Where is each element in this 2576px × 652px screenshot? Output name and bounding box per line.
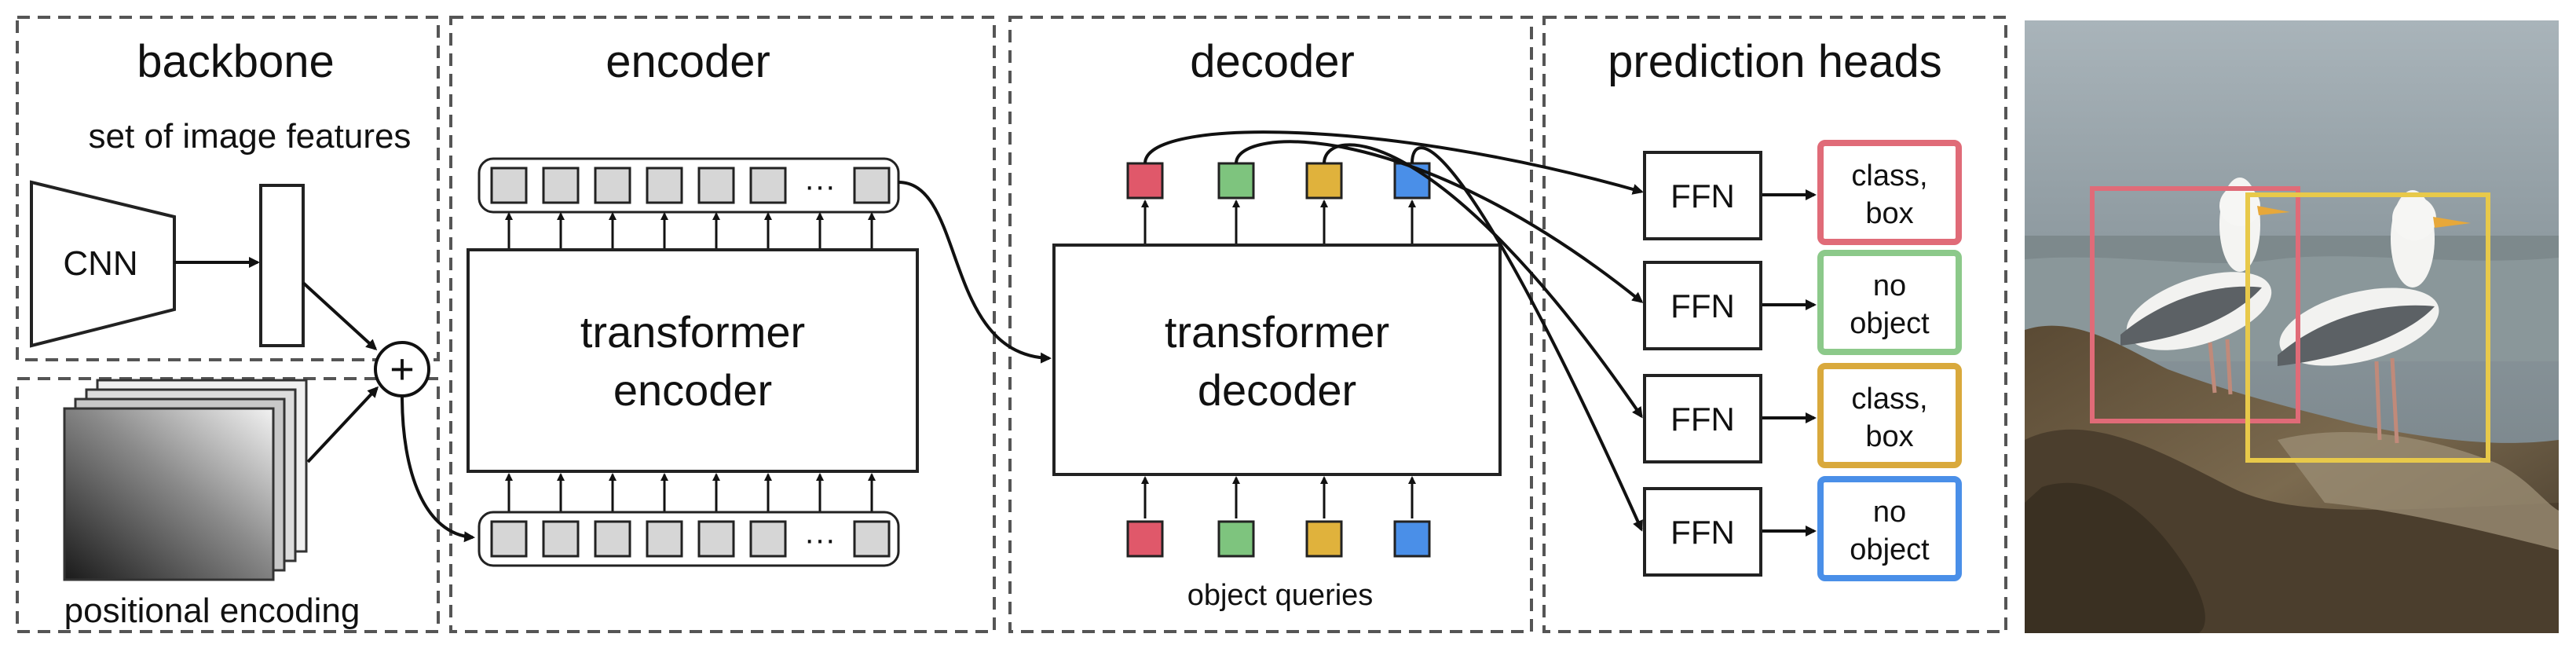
encoder-output-tray <box>478 157 900 214</box>
encoder-input-tray <box>478 511 900 567</box>
ffn-label-1: FFN <box>1670 178 1735 214</box>
encoder-top-ellipsis: ··· <box>804 169 836 203</box>
encoder-up-arrows-bottom <box>505 473 876 512</box>
decoder-up-arrows-top <box>1141 200 1416 245</box>
decoder-section <box>1008 16 1533 633</box>
output-box-3 <box>1817 363 1962 468</box>
ffn-box-1 <box>1643 151 1762 240</box>
detection-box-yellow <box>2245 192 2490 463</box>
output-box-1 <box>1817 140 1962 245</box>
output-line2-2: object <box>1850 307 1930 340</box>
cnn-label: CNN <box>63 244 137 283</box>
decoder-output-2 <box>1217 162 1255 200</box>
object-query-4 <box>1393 520 1431 558</box>
seagull-right <box>2278 190 2471 444</box>
output-line2-3: box <box>1865 420 1913 453</box>
plus-symbol: + <box>390 346 415 393</box>
transformer-decoder-block <box>1052 244 1502 476</box>
prediction-head-3: FFN class, box <box>1643 363 1962 468</box>
object-queries-label: object queries <box>1187 579 1374 612</box>
ffn-label-2: FFN <box>1670 288 1735 324</box>
transformer-encoder-block <box>467 248 919 473</box>
ffn-label-4: FFN <box>1670 514 1735 551</box>
ffn-box-4 <box>1643 487 1762 577</box>
plus-to-encoder-input-arrow <box>401 395 475 543</box>
decoder-up-arrows-bottom <box>1141 476 1416 518</box>
decoder-output-3 <box>1305 162 1343 200</box>
prediction-head-4: FFN no object <box>1643 476 1962 581</box>
detection-box-red <box>2090 186 2300 423</box>
decoder-title: decoder <box>1190 36 1355 87</box>
ffn-label-3: FFN <box>1670 401 1735 438</box>
positional-encoding-label: positional encoding <box>64 592 360 630</box>
backbone-title: backbone <box>137 36 335 87</box>
backbone-section <box>16 16 440 361</box>
decoder-output-tokens <box>1126 162 1431 200</box>
prediction-head-2: FFN no object <box>1643 250 1962 355</box>
decoder-block-line2: decoder <box>1198 365 1356 415</box>
seagulls-photo <box>2025 20 2559 633</box>
encoder-block-line2: encoder <box>613 365 772 415</box>
positional-encoding-stack <box>63 379 308 581</box>
decoder-output-1 <box>1126 162 1164 200</box>
cnn-trapezoid <box>30 180 176 348</box>
encoder-to-decoder-arrow <box>898 181 1052 364</box>
encoder-title: encoder <box>606 36 770 87</box>
encoder-up-arrows-top <box>505 212 876 250</box>
decoder-block-line1: transformer <box>1165 307 1389 357</box>
object-query-tokens <box>1126 520 1431 558</box>
features-to-plus-arrow <box>302 281 378 351</box>
positional-encoding-section <box>16 377 440 633</box>
object-query-1 <box>1126 520 1164 558</box>
output-line1-3: class, <box>1851 383 1927 416</box>
output-box-4 <box>1817 476 1962 581</box>
object-query-2 <box>1217 520 1255 558</box>
prediction-head-1: FFN class, box <box>1643 140 1962 245</box>
encoder-bottom-ellipsis: ··· <box>804 522 836 557</box>
ffn-box-3 <box>1643 374 1762 463</box>
posenc-to-plus-arrow <box>306 386 379 463</box>
output-line1-1: class, <box>1851 159 1927 192</box>
output-line1-4: no <box>1873 496 1906 529</box>
decoder-to-ffn-arrows <box>1143 130 1644 532</box>
ffn-box-2 <box>1643 261 1762 350</box>
encoder-block-line1: transformer <box>580 307 805 357</box>
output-line2-4: object <box>1850 533 1930 566</box>
encoder-output-tokens <box>490 167 891 204</box>
encoder-section <box>449 16 996 633</box>
encoder-input-tokens <box>490 520 891 558</box>
output-box-2 <box>1817 250 1962 355</box>
seagull-left <box>2120 178 2290 395</box>
feature-map-box <box>259 184 305 347</box>
image-features-label: set of image features <box>89 117 412 156</box>
prediction-heads-title: prediction heads <box>1608 36 1942 87</box>
output-line2-1: box <box>1865 197 1913 230</box>
output-line1-2: no <box>1873 269 1906 302</box>
object-query-3 <box>1305 520 1343 558</box>
